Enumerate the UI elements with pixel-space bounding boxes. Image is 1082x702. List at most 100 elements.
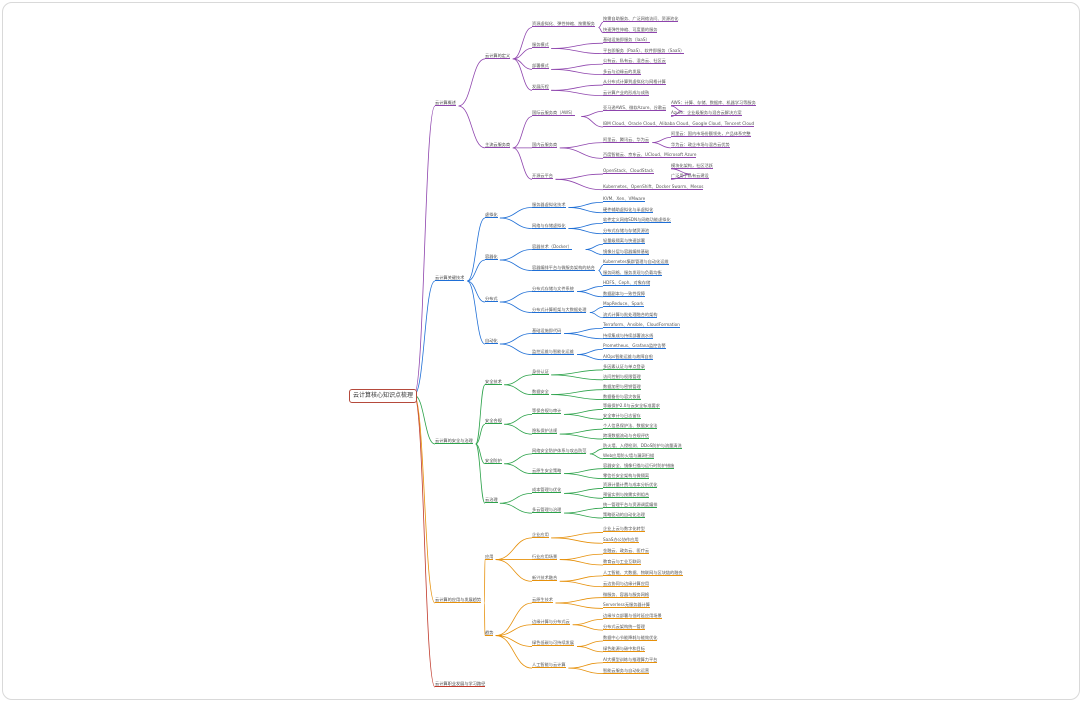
node-0[interactable]: 云计算概述 (435, 100, 456, 106)
node-1-0[interactable]: 虚拟化 (485, 212, 498, 218)
node-0-0-0[interactable]: 资源虚拟化、弹性伸缩、按需服务 (532, 21, 595, 28)
node-2-3-1-1[interactable]: 策略驱动的自动化治理 (603, 512, 645, 519)
node-3-0-0[interactable]: 企业应用 (532, 531, 549, 538)
node-0-1-0-0[interactable]: 亚马逊AWS、微软Azure、谷歌云 (603, 105, 667, 112)
node-2-0-1-0[interactable]: 数据加密与密钥管理 (603, 383, 641, 390)
node-0-1-2[interactable]: 开源云平台 (532, 173, 553, 180)
node-2-1-0-0[interactable]: 等级保护2.0与云安全标准要求 (603, 403, 660, 410)
node-3-1-0-1[interactable]: Serverless无服务器计算 (603, 602, 650, 609)
node-2-0-0[interactable]: 身份认证 (532, 368, 549, 375)
node-2-2-0-1[interactable]: Web应用防火墙与漏洞扫描 (603, 452, 655, 459)
root-node[interactable]: 云计算核心知识点梳理 (349, 389, 417, 403)
node-3-1-0-0[interactable]: 微服务、容器与服务网格 (603, 591, 650, 598)
node-1-1-0-1[interactable]: 镜像分层与容器编排基础 (603, 248, 650, 255)
node-2-0-0-0[interactable]: 多因素认证与单点登录 (603, 363, 645, 370)
node-2-2-0[interactable]: 网络安全防护体系与攻击防范 (532, 447, 587, 454)
node-1-2-0-0[interactable]: HDFS、Ceph、对象存储 (603, 280, 651, 287)
node-3-1-3-1[interactable]: 智能云服务与自动化运营 (603, 667, 650, 674)
node-3-0-1-1[interactable]: 教育云与工业互联网 (603, 559, 641, 565)
node-0-0-1[interactable]: 服务模式 (532, 42, 549, 49)
node-1-0-1-0[interactable]: 软件定义网络SDN与网络功能虚拟化 (603, 217, 671, 224)
node-1-3-1-1[interactable]: AIOps智能运维与故障自愈 (603, 353, 653, 360)
node-3-1[interactable]: 趋势 (485, 629, 494, 636)
node-1-1-1-1[interactable]: 服务网格、服务发现与负载均衡 (603, 269, 662, 276)
node-4[interactable]: 云计算职业发展与学习路径 (435, 681, 486, 687)
node-2-3[interactable]: 云治理 (485, 497, 498, 504)
node-3-1-3[interactable]: 人工智能与云计算 (532, 662, 566, 669)
node-3-0-0-0[interactable]: 企业上云与数字化转型 (603, 526, 645, 533)
node-1-1-0-0[interactable]: 轻量级隔离与快速部署 (603, 238, 645, 245)
node-3-1-0[interactable]: 云原生技术 (532, 597, 553, 603)
node-0-0-2[interactable]: 部署模式 (532, 63, 549, 70)
node-3-0-2-1[interactable]: 云边协同与边缘计算应用 (603, 580, 650, 587)
node-2-3-0[interactable]: 成本管理与优化 (532, 487, 562, 494)
node-0-1-0[interactable]: 国际云服务商（AWS） (532, 110, 575, 117)
node-3-0[interactable]: 应用 (485, 553, 494, 560)
node-3-0-0-1[interactable]: SaaS办公协作应用 (603, 537, 639, 544)
node-2-3-0-1[interactable]: 预留实例与按需实例组合 (603, 492, 650, 499)
node-0-0-2-1[interactable]: 多云与边缘云的发展 (603, 68, 641, 75)
node-1-2-1-1[interactable]: 流式计算与批处理融合的架构 (603, 311, 658, 318)
node-2-1-1-0[interactable]: 个人信息保护法、数据安全法 (603, 423, 658, 430)
node-0-0-3-1[interactable]: 云计算产业的形成与成熟 (603, 89, 650, 96)
node-0-1-1-0-1[interactable]: 华为云：政企市场与混合云优势 (671, 141, 730, 148)
node-1-3-0[interactable]: 基础设施即代码 (532, 327, 562, 334)
node-2-1[interactable]: 安全合规 (485, 418, 502, 425)
node-1-0-0[interactable]: 服务器虚拟化技术 (532, 201, 566, 208)
node-1-1-0[interactable]: 容器技术（Docker） (532, 243, 572, 250)
node-2-2-1[interactable]: 云原生安全策略 (532, 467, 562, 474)
node-2-1-1[interactable]: 隐私保护法规 (532, 428, 558, 435)
node-2[interactable]: 云计算的安全与治理 (435, 438, 473, 444)
node-2-2-1-1[interactable]: 零信任安全架构与微隔离 (603, 472, 650, 479)
node-1-3-0-1[interactable]: 持续集成与持续部署流水线 (603, 332, 654, 339)
node-0-0-1-0[interactable]: 基础设施即服务（IaaS） (603, 37, 650, 44)
node-3[interactable]: 云计算的应用与发展趋势 (435, 597, 482, 603)
node-1-0-0-0[interactable]: KVM、Xen、VMware (603, 196, 646, 203)
node-2-3-1[interactable]: 多云管理与治理 (532, 507, 562, 514)
node-3-1-3-0[interactable]: AI大模型训练与推理算力平台 (603, 656, 658, 663)
node-1-3-1-0[interactable]: Prometheus、Grafana监控告警 (603, 343, 666, 350)
node-3-1-1[interactable]: 边缘计算与分布式云 (532, 618, 570, 625)
node-2-1-1-1[interactable]: 跨境数据流动与合规评估 (603, 433, 650, 440)
node-3-1-1-1[interactable]: 分布式云架构统一管理 (603, 624, 645, 631)
node-1-1[interactable]: 容器化 (485, 254, 498, 260)
node-0-1-0-1[interactable]: IBM Cloud、Oracle Cloud、Alibaba Cloud、Goo… (603, 120, 755, 127)
node-1-2-1[interactable]: 分布式计算框架与大数据处理 (532, 306, 587, 313)
node-1-3-1[interactable]: 监控运维与智能化运维 (532, 348, 574, 355)
node-3-0-2[interactable]: 新兴技术融合 (532, 575, 558, 582)
node-3-0-2-0[interactable]: 人工智能、大数据、物联网与区块链的融合 (603, 569, 683, 576)
node-3-1-2[interactable]: 绿色低碳与可持续发展 (532, 640, 574, 647)
node-1-2-0[interactable]: 分布式存储与文件系统 (532, 285, 574, 292)
node-0-1[interactable]: 主流云服务商 (485, 141, 511, 148)
node-0-1-2-0[interactable]: OpenStack、CloudStack (603, 168, 654, 175)
node-1-3[interactable]: 自动化 (485, 338, 498, 344)
node-0-1-1[interactable]: 国内云服务商 (532, 141, 558, 148)
node-0-1-2-0-1[interactable]: 广泛用于私有云建设 (671, 173, 709, 180)
node-0-1-1-1[interactable]: 百度智能云、京东云、UCloud、Microsoft Azure (603, 152, 697, 159)
node-0-0-3[interactable]: 发展历程 (532, 84, 549, 91)
node-1-2[interactable]: 分布式 (485, 296, 498, 302)
node-0-1-2-0-0[interactable]: 模块化架构，社区活跃 (671, 162, 713, 169)
node-0-0-3-0[interactable]: 从分布式计算到虚拟化与网格计算 (603, 79, 666, 86)
node-0-1-1-0-0[interactable]: 阿里云：国内市场份额领先，产品体系完整 (671, 131, 751, 138)
node-3-1-1-0[interactable]: 边缘节点部署与低时延应用场景 (603, 613, 662, 620)
node-1-0-1[interactable]: 网络与存储虚拟化 (532, 222, 566, 229)
node-0-1-1-0[interactable]: 阿里云、腾讯云、华为云 (603, 136, 650, 143)
node-0-0-1-1[interactable]: 平台即服务（PaaS）、软件即服务（SaaS） (603, 47, 685, 54)
node-3-0-1-0[interactable]: 金融云、政务云、医疗云 (603, 548, 650, 555)
node-1-2-0-1[interactable]: 数据副本与一致性保障 (603, 290, 645, 297)
node-2-3-0-0[interactable]: 资源计量计费与成本分析优化 (603, 482, 658, 489)
node-0-0-0-1[interactable]: 快速弹性伸缩、可度量的服务 (603, 26, 658, 33)
node-3-1-2-0[interactable]: 数据中心节能降耗与能效优化 (603, 635, 658, 641)
node-3-0-1[interactable]: 行业应用场景 (532, 553, 558, 560)
node-2-0-1-1[interactable]: 数据备份与容灾恢复 (603, 393, 641, 400)
node-3-1-2-1[interactable]: 绿色能源与碳中和目标 (603, 645, 645, 652)
node-0-1-2-1[interactable]: Kubernetes、OpenShift、Docker Swarm、Mesos (603, 183, 704, 190)
node-2-2[interactable]: 安全防护 (485, 457, 502, 464)
node-1[interactable]: 云计算关键技术 (435, 275, 465, 281)
node-2-0-1[interactable]: 数据安全 (532, 388, 549, 395)
node-2-3-1-0[interactable]: 统一管理平台与资源调度编排 (603, 502, 658, 509)
node-2-1-0-1[interactable]: 安全审计与日志留存 (603, 413, 641, 420)
node-0-1-0-0-0[interactable]: AWS：计算、存储、数据库、机器学习等服务 (671, 100, 756, 106)
node-0-0-2-0[interactable]: 公有云、私有云、混合云、社区云 (603, 58, 666, 65)
